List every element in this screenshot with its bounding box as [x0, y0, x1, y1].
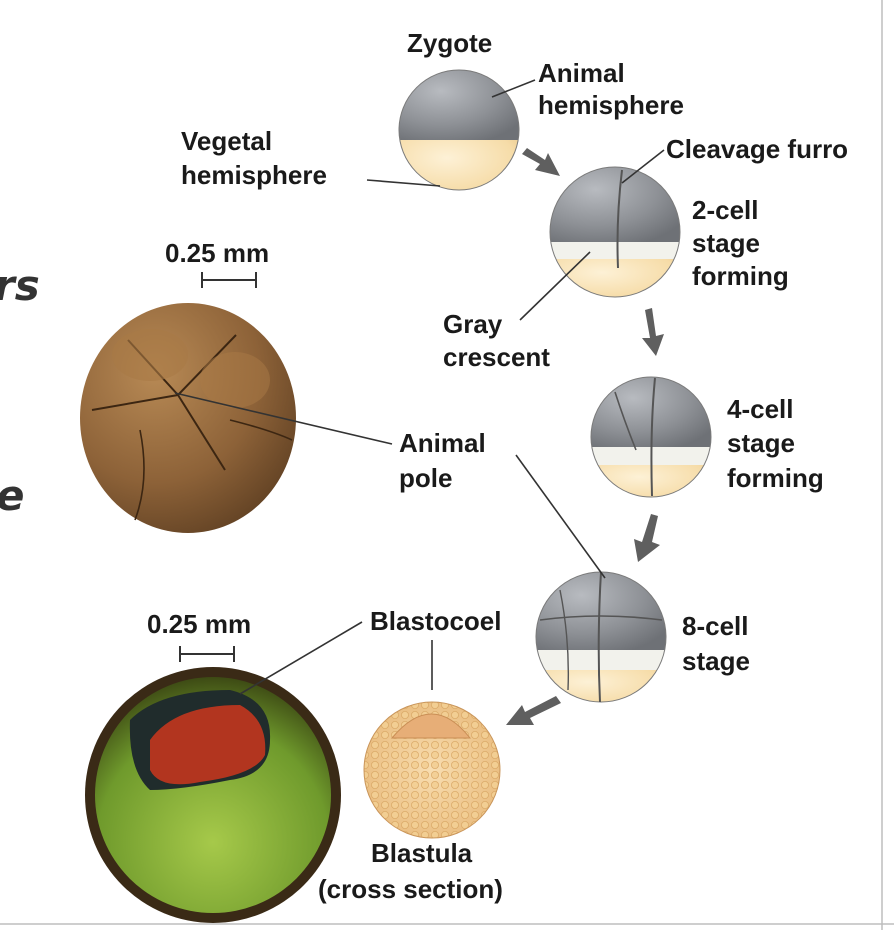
embryo-photo-blastula	[85, 667, 341, 923]
four-cell-stage	[590, 376, 712, 498]
arrow-4cell-to-8cell	[634, 514, 660, 562]
label-blastula-1: Blastula	[371, 838, 473, 868]
label-scale-top: 0.25 mm	[165, 238, 269, 268]
label-vegetal-hemisphere-2: hemisphere	[181, 160, 327, 190]
label-gray-crescent-1: Gray	[443, 309, 503, 339]
label-animal-pole-2: pole	[399, 463, 452, 493]
side-text-bottom: e	[0, 471, 25, 520]
label-blastula-2: (cross section)	[318, 874, 503, 904]
arrow-8cell-to-blastula	[506, 696, 561, 725]
scale-bar-top	[201, 272, 257, 288]
label-gray-crescent-2: crescent	[443, 342, 550, 372]
label-animal-hemisphere-2: hemisphere	[538, 90, 684, 120]
blastula-cross-section	[363, 701, 501, 839]
label-2cell-3: forming	[692, 261, 789, 291]
label-4cell-2: stage	[727, 428, 795, 458]
leader-lines	[174, 79, 665, 695]
label-scale-bottom: 0.25 mm	[147, 609, 251, 639]
zygote-cell	[398, 69, 520, 191]
scale-bar-bottom	[179, 646, 235, 662]
two-cell-stage	[549, 166, 681, 298]
embryo-photo-8cell	[80, 303, 296, 533]
label-2cell-1: 2-cell	[692, 195, 759, 225]
label-4cell-1: 4-cell	[727, 394, 794, 424]
label-zygote: Zygote	[407, 28, 492, 58]
label-4cell-3: forming	[727, 463, 824, 493]
side-text-top: rs	[0, 261, 40, 310]
label-animal-pole-1: Animal	[399, 428, 486, 458]
label-blastocoel: Blastocoel	[370, 606, 502, 636]
label-cleavage-furrow: Cleavage furro	[666, 134, 848, 164]
arrow-zygote-to-2cell	[522, 148, 560, 176]
arrow-2cell-to-4cell	[642, 308, 664, 356]
eight-cell-stage	[535, 571, 667, 703]
label-animal-hemisphere-1: Animal	[538, 58, 625, 88]
label-8cell-2: stage	[682, 646, 750, 676]
label-8cell-1: 8-cell	[682, 611, 749, 641]
label-2cell-2: stage	[692, 228, 760, 258]
stage-arrows	[506, 148, 664, 725]
label-vegetal-hemisphere-1: Vegetal	[181, 126, 272, 156]
